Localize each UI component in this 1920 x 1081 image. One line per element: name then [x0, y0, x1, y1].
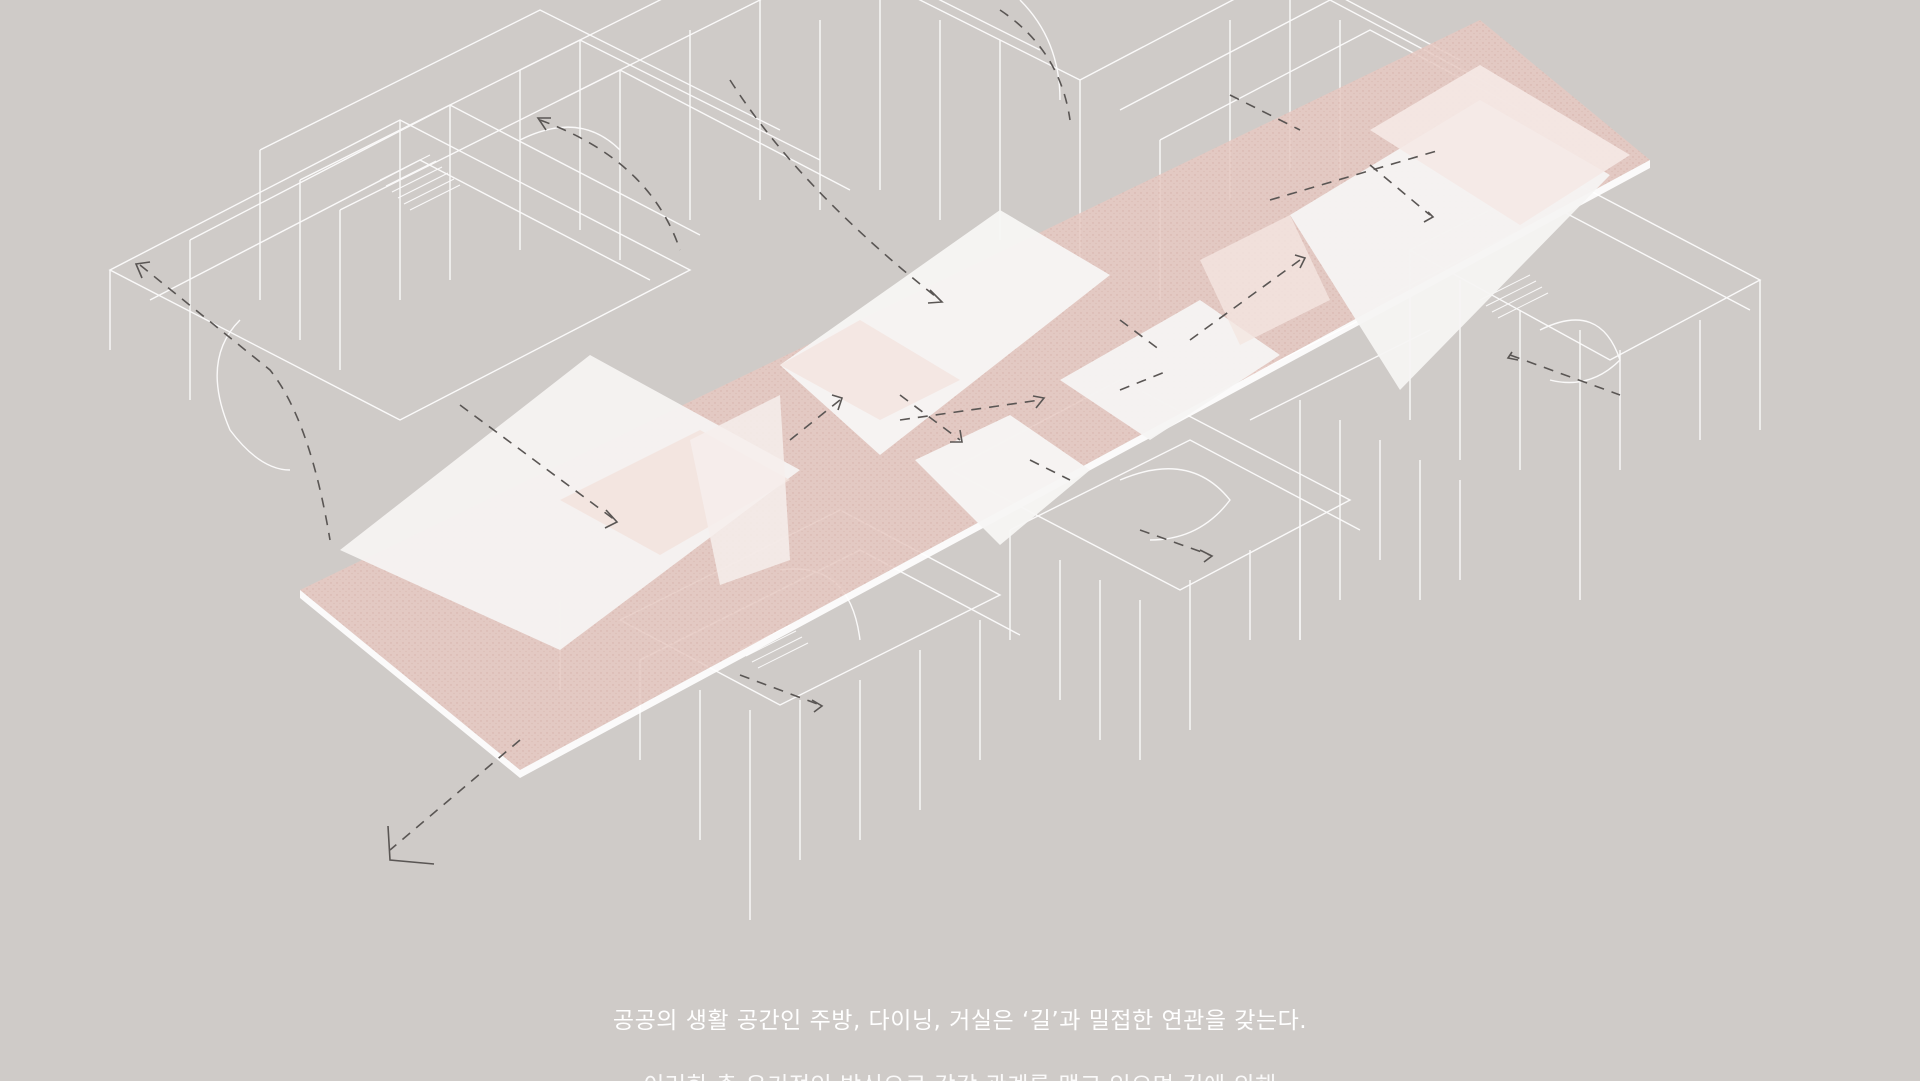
slab-dining-mid — [1060, 300, 1280, 440]
circulation-arrows — [139, 9, 1621, 851]
arrow-heads — [134, 117, 1519, 865]
arrow-exit-southwest — [389, 739, 521, 851]
slab-small-lower — [915, 415, 1090, 545]
caption-line-2: 이러한 축 유기적인 방식으로 각각 관계를 맺고 있으며 길에 의해 — [0, 1066, 1920, 1081]
caption-line-1: 공공의 생활 공간인 주방, 다이닝, 거실은 ‘길’과 밀접한 연관을 갖는다… — [612, 1008, 1308, 1034]
floor-slabs — [340, 65, 1630, 650]
